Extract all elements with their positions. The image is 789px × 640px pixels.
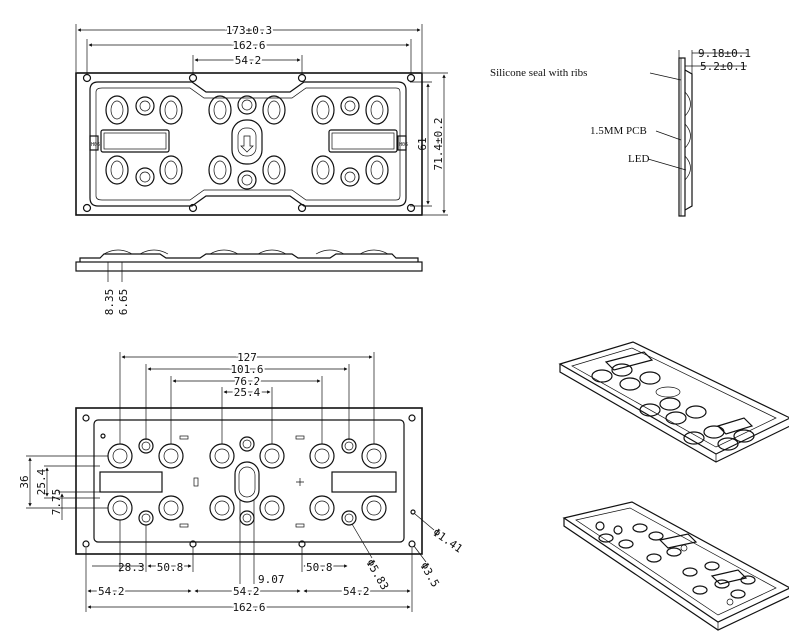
dim-x-283: 28.3 xyxy=(118,561,145,574)
dim-overall-length: 173±0.3 xyxy=(226,24,272,37)
label-pcb: 1.5MM PCB xyxy=(590,125,647,137)
dim-b-542a: 54.2 xyxy=(98,585,125,598)
label-led: LED xyxy=(628,153,649,165)
dim-center-hole-span: 54.2 xyxy=(235,54,262,67)
dim-pitch-127: 127 xyxy=(237,351,257,364)
dim-b-542c: 54.2 xyxy=(343,585,370,598)
bottom-view: 127 101.6 76.2 25.4 36 25.4 7.75 28.3 50 xyxy=(18,349,465,616)
label-silicone-seal: Silicone seal with ribs xyxy=(490,67,587,79)
plate-outline xyxy=(75,72,423,216)
dim-thickness-total: 9.18±0.1 xyxy=(698,47,751,60)
dim-height-inner: 61 xyxy=(416,137,429,150)
dim-hole-span: 162.6 xyxy=(232,39,265,52)
inner-gasket xyxy=(89,81,407,207)
dim-h-36: 36 xyxy=(18,475,31,488)
dim-pitch-76: 76.2 xyxy=(234,375,261,388)
dim-x-907: 9.07 xyxy=(258,573,285,586)
top-view: H06 H06 173±0.3 162.6 54.2 61 71.4±0.2 xyxy=(75,22,448,216)
dim-side-h2: 6.65 xyxy=(117,289,130,316)
isometric-bottom xyxy=(562,501,789,631)
dim-x-508b: 50.8 xyxy=(306,561,333,574)
dim-side-h1: 8.35 xyxy=(103,289,116,316)
dim-h-7: 7.75 xyxy=(50,489,63,516)
bottom-lens-array xyxy=(99,435,397,528)
dim-b-1626: 162.6 xyxy=(232,601,265,614)
isometric-top xyxy=(558,341,789,463)
bottom-holes xyxy=(82,414,416,548)
lens-array xyxy=(100,95,398,190)
dim-thickness-lens: 5.2±0.1 xyxy=(700,60,746,73)
bottom-plate-outline xyxy=(75,407,423,555)
side-view: 8.35 6.65 xyxy=(75,249,423,316)
side-label-left: H06 xyxy=(91,142,100,148)
dim-pitch-101: 101.6 xyxy=(230,363,263,376)
side-label-right: H06 xyxy=(399,142,408,148)
dim-d-141: Φ1.41 xyxy=(430,526,465,556)
dim-pitch-25: 25.4 xyxy=(234,386,261,399)
dim-x-508a: 50.8 xyxy=(157,561,184,574)
dim-height-outer: 71.4±0.2 xyxy=(432,118,445,171)
profile-view: 9.18±0.1 5.2±0.1 Silicone seal with ribs… xyxy=(490,47,751,217)
mount-holes xyxy=(82,73,416,213)
dim-b-542b: 54.2 xyxy=(233,585,260,598)
dim-h-25: 25.4 xyxy=(35,468,48,495)
dim-d-35: Φ3.5 xyxy=(417,560,442,589)
